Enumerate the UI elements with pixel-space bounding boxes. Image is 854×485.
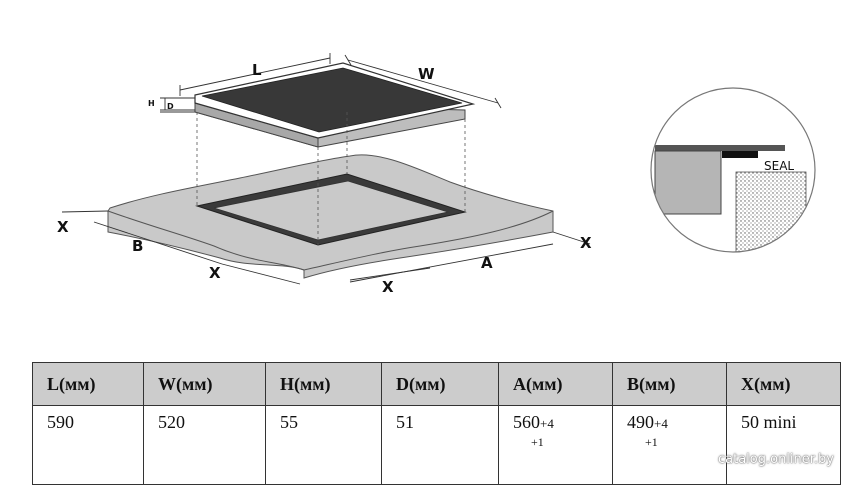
label-X-bottom: X xyxy=(382,278,394,296)
seal-detail: SEAL xyxy=(650,87,816,253)
header-A: A(мм) xyxy=(498,362,613,406)
spec-table: L(мм) W(мм) H(мм) D(мм) A(мм) B(мм) X(мм… xyxy=(32,362,841,485)
label-X-left: X xyxy=(57,218,69,236)
header-H: H(мм) xyxy=(265,362,382,406)
header-D: D(мм) xyxy=(381,362,499,406)
dimension-lines xyxy=(61,53,591,285)
projection-lines xyxy=(196,112,466,245)
header-L: L(мм) xyxy=(32,362,144,406)
seal-label: SEAL xyxy=(764,159,794,173)
value-B-tol-plus: +4 xyxy=(654,416,668,431)
header-X: X(мм) xyxy=(726,362,841,406)
header-B: B(мм) xyxy=(612,362,727,406)
label-W: W xyxy=(418,65,435,83)
label-B: B xyxy=(132,237,143,255)
installation-diagram: L W H D X B X A X X SEAL xyxy=(57,53,816,296)
label-L: L xyxy=(252,61,262,79)
value-B-cell: 490+4 +1 xyxy=(612,405,727,485)
value-H: 55 xyxy=(265,405,382,485)
watermark: catalog.onliner.by xyxy=(717,452,834,467)
label-H: H xyxy=(148,99,155,108)
value-D: 51 xyxy=(381,405,499,485)
spec-header-row: L(мм) W(мм) H(мм) D(мм) A(мм) B(мм) X(мм… xyxy=(32,362,841,406)
value-W: 520 xyxy=(143,405,266,485)
value-A-tol-plus: +4 xyxy=(540,416,554,431)
value-A: 560 xyxy=(513,412,540,432)
value-B: 490 xyxy=(627,412,654,432)
label-D: D xyxy=(167,102,174,111)
spec-value-row: 590 520 55 51 560+4 +1 490+4 +1 50 mini xyxy=(32,405,841,485)
value-X: 50 mini xyxy=(726,405,841,485)
label-X-right: X xyxy=(580,234,592,252)
header-W: W(мм) xyxy=(143,362,266,406)
value-A-cell: 560+4 +1 xyxy=(498,405,613,485)
countertop xyxy=(107,154,554,279)
label-X-front: X xyxy=(209,264,221,282)
value-A-tol-minus: +1 xyxy=(531,435,544,449)
value-L: 590 xyxy=(32,405,144,485)
label-A: A xyxy=(481,254,493,272)
value-B-tol-minus: +1 xyxy=(645,435,658,449)
